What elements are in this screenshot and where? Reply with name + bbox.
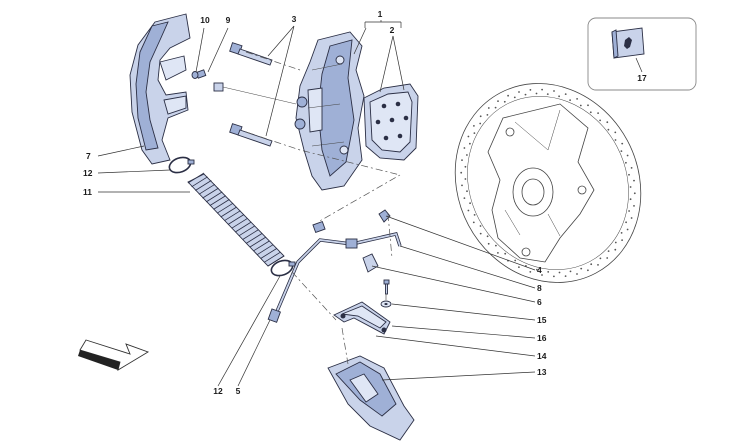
callout-9: 9 (226, 15, 231, 25)
callout-14: 14 (537, 351, 547, 361)
callout-3: 3 (292, 14, 297, 24)
wheel-hub-carrier (487, 103, 595, 263)
callout-7: 7 (86, 151, 91, 161)
callout-5: 5 (236, 386, 241, 396)
brake-air-duct[interactable] (129, 13, 191, 165)
caliper-bolt-upper[interactable] (229, 42, 273, 66)
brake-pads[interactable] (363, 83, 419, 161)
callout-4: 4 (537, 265, 542, 275)
callout-13: 13 (537, 367, 547, 377)
leader-lines (97, 20, 643, 387)
brake-fluid-pipe[interactable] (267, 220, 402, 323)
callout-11: 11 (83, 187, 92, 197)
bracket-plate[interactable] (362, 253, 379, 273)
hose-clamp-lower[interactable] (269, 258, 296, 279)
washer[interactable] (380, 300, 392, 308)
callout-8: 8 (537, 283, 542, 293)
sensor-plug[interactable] (191, 71, 199, 79)
callout-12-upper: 12 (83, 168, 93, 178)
callout-12-lower: 12 (213, 386, 223, 396)
pipe-clip[interactable] (378, 209, 391, 223)
corrugated-air-hose[interactable] (187, 172, 285, 267)
callout-1: 1 (378, 9, 383, 19)
callout-15: 15 (537, 315, 547, 325)
callout-17: 17 (637, 73, 647, 83)
disc-drill-holes (460, 88, 636, 278)
caliper-bolt-lower[interactable] (229, 123, 273, 147)
callout-6: 6 (537, 297, 542, 307)
callout-2: 2 (390, 25, 395, 35)
hose-ribs (187, 172, 285, 267)
brake-caliper[interactable] (294, 31, 365, 191)
badge-inset-box (587, 17, 697, 91)
assembly-guide-lines (245, 51, 401, 365)
mounting-screw[interactable] (383, 279, 390, 295)
hose-clamp-upper[interactable] (167, 155, 195, 176)
direction-arrow-icon (78, 339, 150, 371)
pad-wear-sensor[interactable] (195, 69, 297, 105)
prancing-horse-badge-icon[interactable] (611, 27, 645, 59)
duct-support-bracket[interactable] (333, 301, 391, 335)
callout-labels: 1 2 3 4 5 6 7 8 9 10 11 12 12 13 14 15 1… (83, 9, 647, 396)
callout-16: 16 (537, 333, 547, 343)
callout-10: 10 (200, 15, 210, 25)
lower-air-scoop[interactable] (327, 355, 415, 441)
